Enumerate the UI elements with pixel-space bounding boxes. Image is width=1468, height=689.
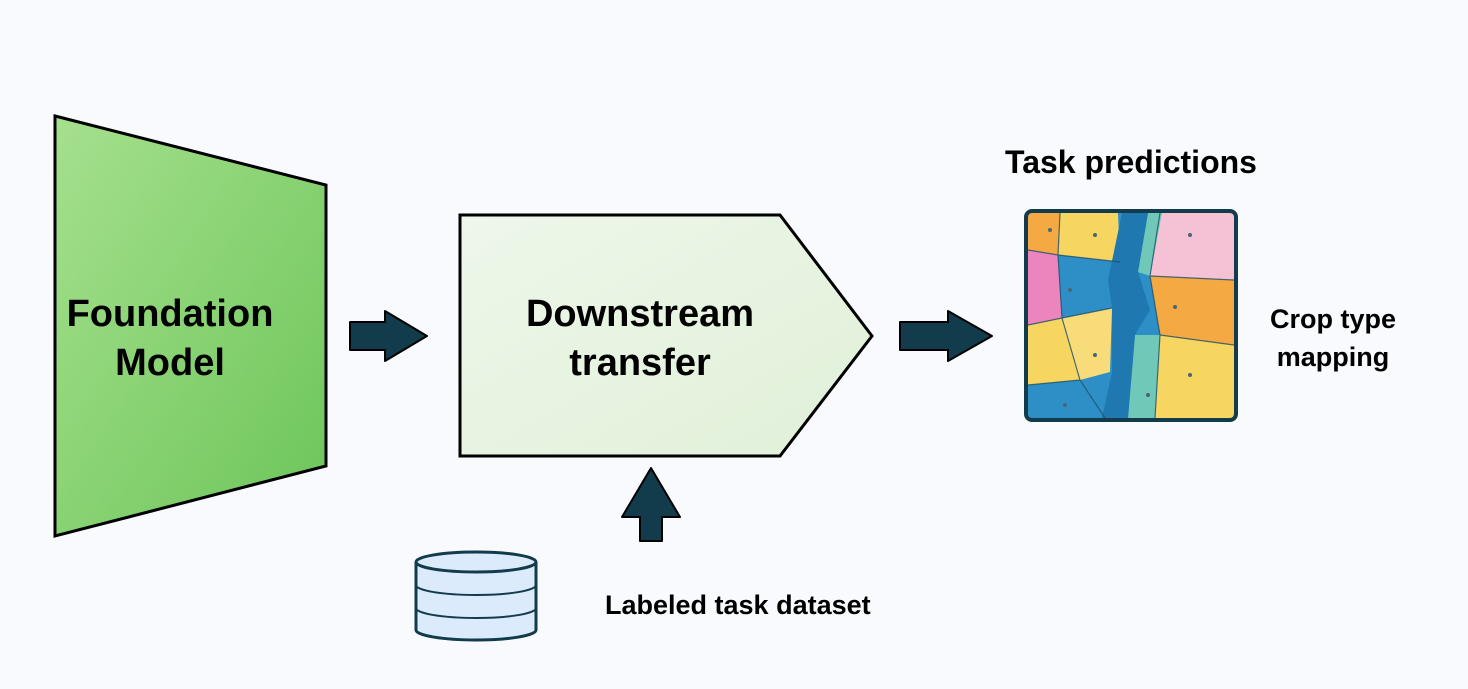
crop-field bbox=[1138, 213, 1162, 276]
foundation-model-block: Foundation Model bbox=[53, 114, 328, 538]
crop-map bbox=[1024, 209, 1238, 422]
crop-field bbox=[1028, 318, 1080, 385]
foundation-model-shape bbox=[53, 114, 328, 538]
database-icon bbox=[414, 550, 538, 642]
right-arrow-icon bbox=[899, 310, 993, 362]
downstream-transfer-label-line2: transfer bbox=[569, 342, 711, 384]
downstream-transfer-shape bbox=[458, 213, 874, 458]
crop-field bbox=[1062, 308, 1112, 380]
downstream-transfer-label-line1: Downstream bbox=[526, 293, 754, 335]
task-predictions-title: Task predictions bbox=[1005, 144, 1257, 180]
crop-field bbox=[1028, 250, 1062, 325]
crop-type-label-line1: Crop type bbox=[1270, 304, 1396, 334]
up-arrow-icon bbox=[621, 467, 681, 542]
right-arrow-icon bbox=[349, 310, 428, 362]
crop-map-border bbox=[1024, 209, 1238, 422]
crop-field bbox=[1150, 276, 1234, 345]
crop-type-label-line2: mapping bbox=[1277, 342, 1390, 372]
crop-field bbox=[1028, 213, 1060, 255]
downstream-transfer-block: Downstream transfer bbox=[458, 213, 874, 458]
foundation-model-label-line2: Model bbox=[115, 342, 225, 384]
crop-field bbox=[1150, 213, 1234, 280]
crop-field bbox=[1155, 335, 1234, 418]
crop-river bbox=[1102, 213, 1150, 418]
labeled-task-dataset-label: Labeled task dataset bbox=[605, 590, 871, 620]
crop-field bbox=[1058, 255, 1120, 318]
crop-field bbox=[1128, 335, 1160, 418]
crop-field bbox=[1058, 213, 1120, 262]
foundation-model-label-line1: Foundation bbox=[67, 293, 274, 335]
